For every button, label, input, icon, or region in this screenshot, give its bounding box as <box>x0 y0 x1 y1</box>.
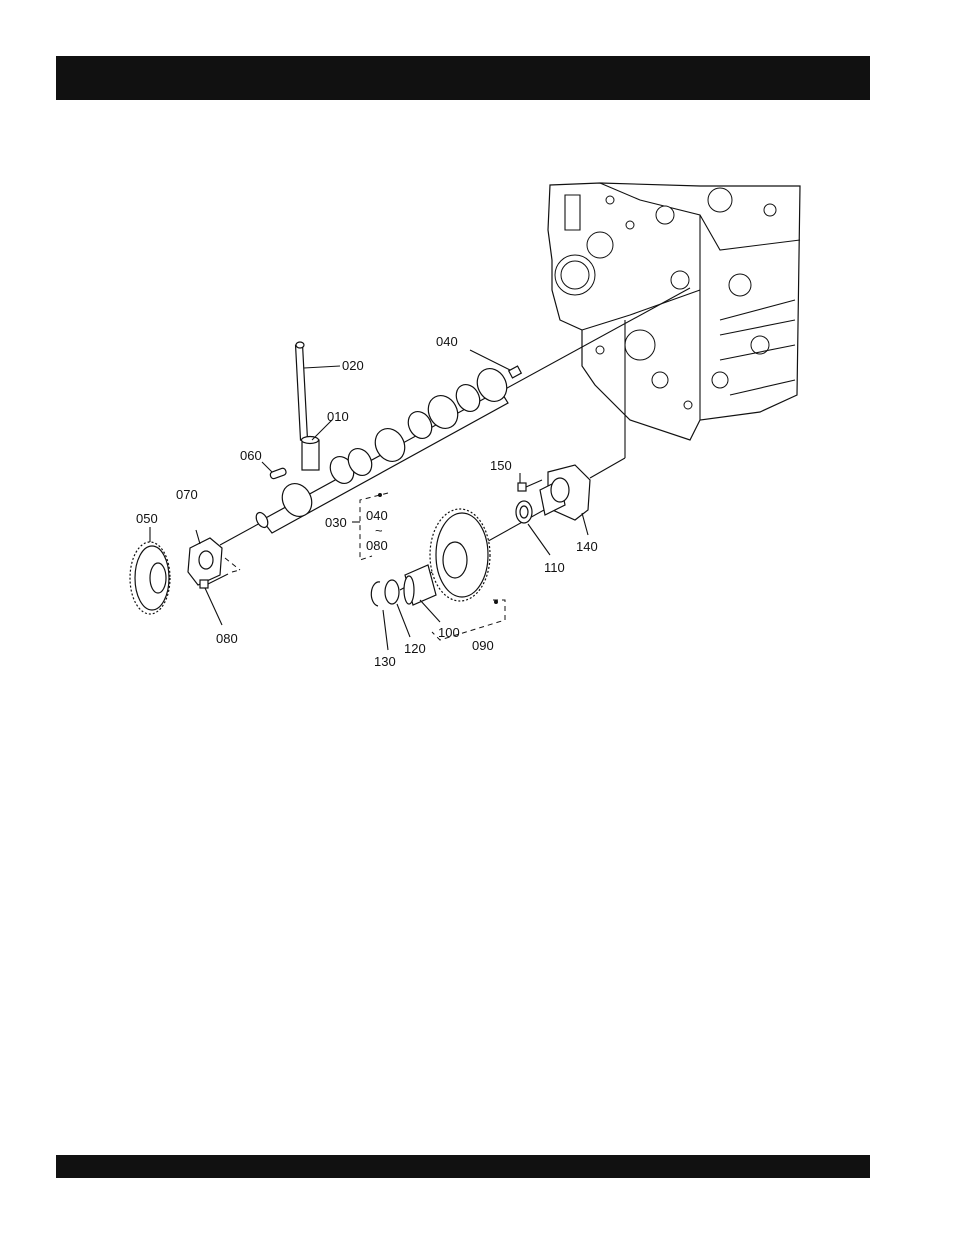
callout-030: 030 <box>325 515 347 530</box>
shaft-bolt <box>518 480 542 491</box>
callout-040b: 040 <box>366 508 388 523</box>
callout-040a: 040 <box>436 334 458 349</box>
bushing <box>404 565 436 605</box>
callout-130: 130 <box>374 654 396 669</box>
callout-120: 120 <box>404 641 426 656</box>
engine-block <box>548 183 800 440</box>
callout-010: 010 <box>327 409 349 424</box>
callout-tilde: ~ <box>375 523 383 538</box>
callout-020: 020 <box>342 358 364 373</box>
stopper-plate <box>188 538 222 585</box>
push-rod <box>296 342 308 440</box>
idle-gear <box>430 509 490 601</box>
snap-ring <box>371 582 380 606</box>
callout-100: 100 <box>438 625 460 640</box>
thrust-washer <box>516 501 532 523</box>
callout-050: 050 <box>136 511 158 526</box>
callout-150: 150 <box>490 458 512 473</box>
callout-080a: 080 <box>216 631 238 646</box>
key <box>269 467 286 479</box>
collar <box>385 580 399 604</box>
callout-110: 110 <box>544 560 565 575</box>
callout-090: 090 <box>472 638 494 653</box>
callout-070: 070 <box>176 487 198 502</box>
tappet <box>302 437 320 471</box>
idle-gear-shaft <box>540 465 590 520</box>
cam-gear <box>130 542 170 614</box>
callout-140: 140 <box>576 539 598 554</box>
footer-bar <box>56 1155 870 1178</box>
callout-060: 060 <box>240 448 262 463</box>
callout-080b: 080 <box>366 538 388 553</box>
